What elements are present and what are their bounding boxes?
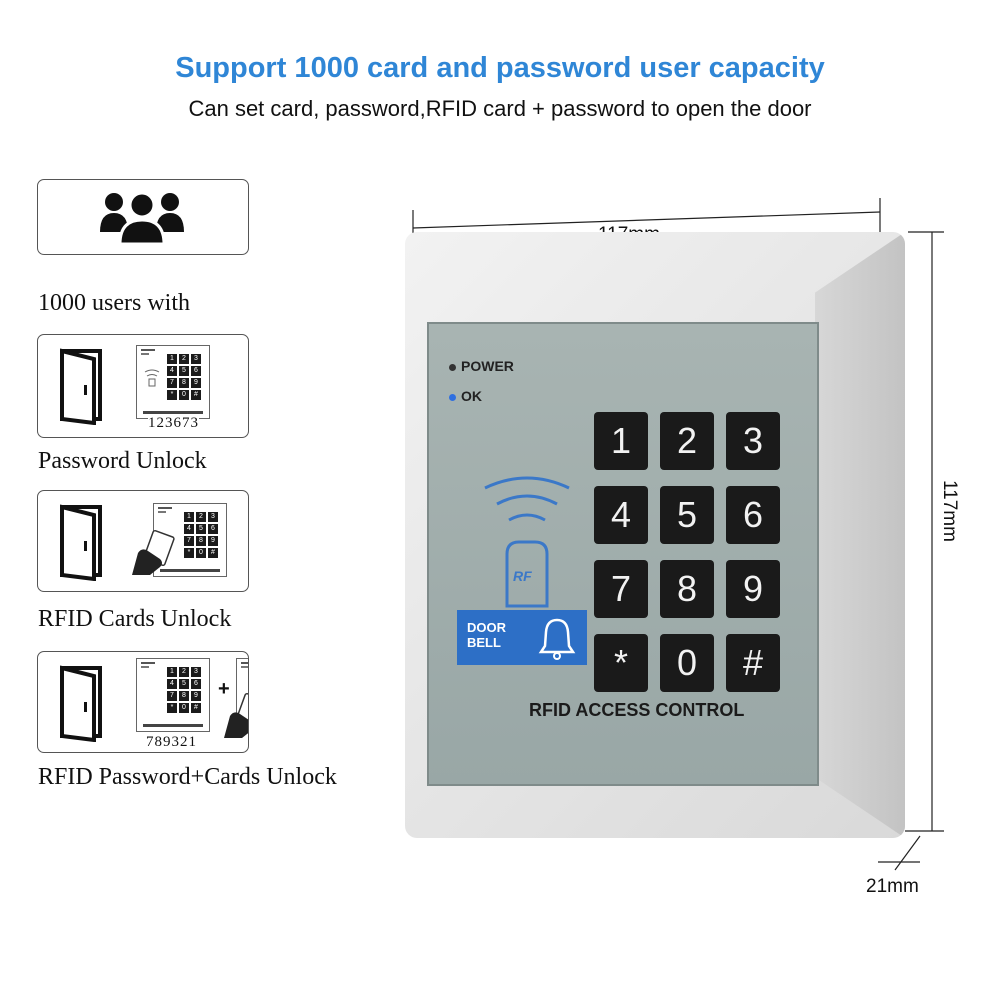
ok-led [449, 394, 456, 401]
key-1[interactable]: 1 [594, 412, 648, 470]
depth-dimension: 21mm [866, 876, 919, 897]
bell-label-line1: DOOR [467, 620, 506, 635]
key-2[interactable]: 2 [660, 412, 714, 470]
key-8[interactable]: 8 [660, 560, 714, 618]
users-panel [37, 179, 249, 255]
key-4[interactable]: 4 [594, 486, 648, 544]
height-dimension: 117mm [939, 480, 960, 542]
headline: Support 1000 card and password user capa… [175, 52, 825, 84]
door-icon [60, 348, 102, 425]
key-6[interactable]: 6 [726, 486, 780, 544]
key-star[interactable]: * [594, 634, 648, 692]
feature-label-users: 1000 users with [38, 290, 190, 316]
power-label: POWER [461, 358, 514, 374]
ok-label: OK [461, 388, 482, 404]
door-icon [60, 665, 102, 742]
plus-sign: + [218, 678, 230, 700]
power-led [449, 364, 456, 371]
key-7[interactable]: 7 [594, 560, 648, 618]
combo-code: 789321 [146, 734, 197, 751]
rf-text: RF [513, 568, 532, 584]
subheadline: Can set card, password,RFID card + passw… [188, 96, 812, 121]
key-9[interactable]: 9 [726, 560, 780, 618]
feature-label-password: Password Unlock [38, 448, 207, 474]
key-0[interactable]: 0 [660, 634, 714, 692]
key-hash[interactable]: # [726, 634, 780, 692]
users-group-icon [100, 191, 184, 246]
key-3[interactable]: 3 [726, 412, 780, 470]
bell-label-line2: BELL [467, 635, 501, 650]
door-icon [60, 504, 102, 581]
password-code: 123673 [148, 415, 199, 432]
bell-icon [538, 618, 576, 660]
device-brand-label: RFID ACCESS CONTROL [529, 700, 745, 720]
rfid-wave-icon [484, 476, 570, 608]
hand-card-icon [132, 529, 175, 575]
hand-card-icon [224, 692, 248, 738]
feature-label-combo: RFID Password+Cards Unlock [38, 764, 337, 790]
feature-label-rfid: RFID Cards Unlock [38, 606, 232, 632]
key-5[interactable]: 5 [660, 486, 714, 544]
